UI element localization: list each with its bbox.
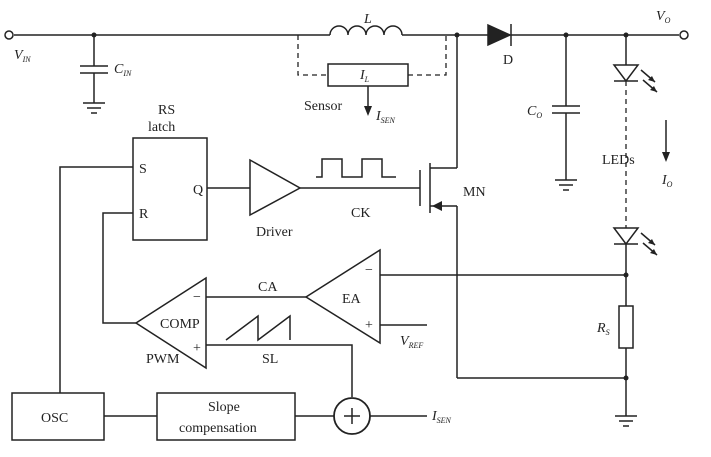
rs-latch-label-line2: latch — [148, 120, 175, 135]
osc-to-s-wire — [59, 166, 133, 393]
ck-label: CK — [351, 206, 370, 221]
comp-label: COMP — [160, 317, 200, 332]
isen-label: ISEN — [375, 109, 396, 125]
sensor-dashed-left — [297, 35, 328, 76]
rs-ground-symbol — [615, 415, 637, 427]
leds-label: LEDs — [602, 153, 635, 168]
diode-label: D — [503, 53, 513, 68]
comp-to-r-wire — [102, 212, 136, 324]
ea-minus-sign: − — [365, 263, 373, 278]
vin-label: VIN — [14, 48, 31, 64]
r-pin-label: R — [139, 207, 149, 222]
isen2-label: ISEN — [431, 409, 452, 425]
led-bottom-icon — [612, 227, 658, 256]
comp-comparator — [134, 276, 207, 370]
cin-ground-symbol — [83, 102, 105, 114]
il-label: IL — [359, 68, 370, 84]
slope-label-line2: compensation — [179, 421, 257, 436]
rs-resistor — [618, 305, 634, 349]
ea-amplifier — [304, 248, 381, 345]
pwm-label: PWM — [146, 352, 180, 367]
q-pin-label: Q — [193, 183, 203, 198]
ea-label: EA — [342, 292, 362, 307]
vin-terminal — [4, 30, 14, 40]
diode-icon — [487, 23, 512, 47]
osc-block — [11, 392, 105, 441]
inductor-label: L — [363, 12, 372, 27]
osc-label: OSC — [41, 411, 68, 426]
io-arrow-icon — [662, 152, 670, 162]
summer-to-comp-wire — [206, 344, 353, 397]
cin-label: CIN — [114, 62, 132, 78]
inductor-coil — [329, 25, 403, 36]
sl-sawtooth-waveform — [225, 314, 291, 342]
sl-label: SL — [262, 352, 278, 367]
slope-label-line1: Slope — [208, 400, 240, 415]
sensor-label: Sensor — [304, 99, 342, 114]
sensor-dashed-right — [408, 35, 447, 76]
ca-label: CA — [258, 280, 278, 295]
ck-waveform — [316, 158, 396, 178]
led-top-icon — [612, 64, 658, 93]
rs-latch-block — [132, 137, 208, 241]
slope-compensation-block — [156, 392, 296, 441]
comp-plus-sign: + — [193, 341, 201, 356]
s-pin-label: S — [139, 162, 147, 177]
vo-label: VO — [656, 9, 671, 25]
ea-plus-sign: + — [365, 318, 373, 333]
co-label: CO — [527, 104, 542, 120]
vref-label: VREF — [400, 334, 423, 350]
isen-arrow-icon — [364, 106, 372, 116]
rs-label: RS — [596, 321, 610, 337]
rs-latch-label-line1: RS — [158, 103, 175, 118]
comp-minus-sign: − — [193, 290, 201, 305]
driver-label: Driver — [256, 225, 293, 240]
mn-body-arrow-icon — [432, 201, 442, 211]
co-ground-symbol — [555, 179, 577, 191]
driver-buffer-icon — [249, 158, 302, 217]
vo-terminal — [679, 30, 689, 40]
mn-label: MN — [463, 185, 486, 200]
io-label: IO — [661, 173, 673, 189]
